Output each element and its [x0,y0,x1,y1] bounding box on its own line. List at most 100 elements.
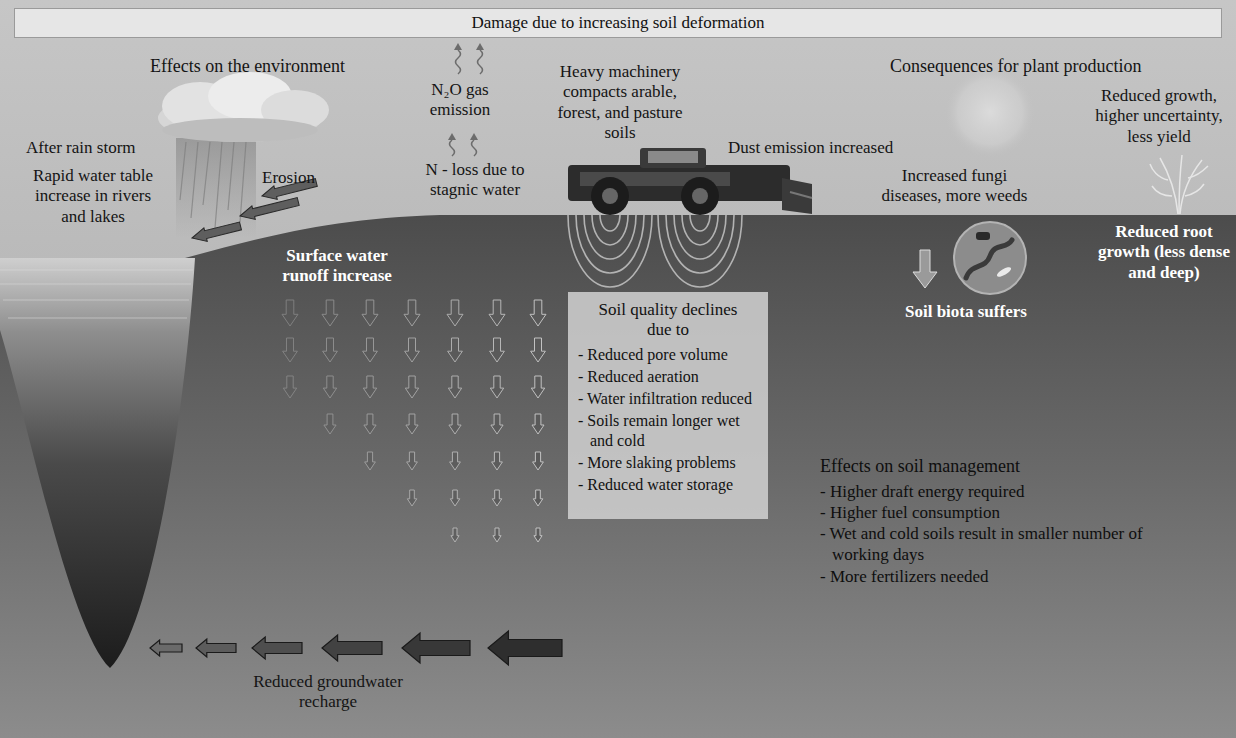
plant [1150,155,1208,214]
infiltration-arrow [406,414,418,434]
annotation-label: Effects on the environment [150,56,390,78]
infiltration-arrow [493,528,501,542]
compaction-ring [674,215,726,259]
infiltration-arrow [531,338,546,362]
gas-arrow-head [476,43,484,50]
compaction-ring [682,215,718,245]
infiltration-arrow [283,338,298,362]
compaction-ring [666,215,734,273]
box-item: - Reduced aeration [578,367,758,387]
compaction-ring [576,215,644,273]
compaction-ring [592,215,628,245]
box-item: - Water infiltration reduced [578,389,758,409]
infiltration-arrow [448,376,461,398]
list-item: - More fertilizers needed [820,566,1160,587]
groundwater-arrow [488,631,562,665]
box-item: - Reduced pore volume [578,345,758,365]
infiltration-arrow [489,300,505,326]
soil-note: Reduced root growth (less dense and deep… [1098,222,1230,283]
gas-arrow-head [454,43,462,50]
infiltration-arrow [405,376,418,398]
infiltration-arrow [362,300,378,326]
compaction-ring [600,215,620,231]
gas-arrow-head [470,133,478,140]
gas-arrow [478,50,483,74]
infiltration-arrow [404,300,420,326]
list-item: - Higher draft energy required [820,481,1160,502]
annotation-label: Increased fungi diseases, more weeds [872,166,1037,207]
infiltration-arrow [407,490,417,506]
title-text: Damage due to increasing soil deformatio… [463,9,772,37]
infiltration-arrow [490,376,503,398]
compaction-ring [658,215,742,287]
infiltration-arrow [283,376,296,398]
infiltration-arrow [363,376,376,398]
infiltration-arrow [533,490,543,506]
soil-note: Soil biota suffers [905,302,1085,322]
infiltration-arrow [365,452,376,470]
soil-note: Surface water runoff increase [272,246,402,287]
lake [0,258,195,668]
infiltration-arrow [533,452,544,470]
soil-biota [913,222,1026,294]
groundwater-arrow [196,639,236,657]
list-item: - Higher fuel consumption [820,502,1160,523]
sun [944,66,1036,158]
infiltration-arrow [490,338,505,362]
compaction-ring [690,215,710,231]
gas-arrow-head [448,133,456,140]
infiltration-arrow [450,452,461,470]
infiltration-arrow [530,300,546,326]
list-item: - Wet and cold soils result in smaller n… [820,523,1160,566]
info-box: Soil quality declines due to - Reduced po… [568,292,768,519]
annotation-label: Reduced growth, higher uncertainty, less… [1088,86,1230,147]
section-heading: Effects on soil management [820,455,1160,478]
gas-arrow [472,140,477,156]
gas-arrow [450,140,455,156]
infiltration-arrow [363,338,378,362]
gas-arrow [456,50,461,74]
annotation-label: N - loss due to stagnic water [405,160,545,201]
infiltration-arrow [531,376,544,398]
erosion-arrow [238,195,300,223]
infiltration-arrow [405,338,420,362]
infiltration-arrow [449,414,461,434]
infiltration-arrow [364,414,376,434]
infiltration-arrow [492,452,503,470]
title-banner: Damage due to increasing soil deformatio… [14,8,1222,38]
infiltration-arrow [450,490,460,506]
annotation-label: Dust emission increased [728,138,968,158]
erosion-arrow [190,219,242,245]
compaction-ring [584,215,636,259]
annotation-label: Rapid water table increase in rivers and… [22,166,164,227]
infiltration-arrow [534,528,542,542]
lake-strata [0,270,193,318]
harvester [568,148,812,215]
ground [0,215,1236,738]
infiltration-arrow [323,376,336,398]
infiltration-arrow [282,300,298,326]
annotation-label: After rain storm [26,138,171,158]
infiltration-arrow [491,414,503,434]
box-heading: Soil quality declines due to [593,300,743,341]
compaction-ring [568,215,652,287]
infiltration-arrow [322,300,338,326]
annotation-label: Consequences for plant production [890,56,1230,78]
infiltration-arrow [323,338,338,362]
infiltration-arrow [451,528,459,542]
groundwater-arrow [252,637,302,659]
groundwater-arrow [322,635,382,661]
box-item: - Soils remain longer wet and cold [578,411,758,451]
rain-cloud [158,72,329,238]
box-item: - More slaking problems [578,453,758,473]
infiltration-arrow [324,414,336,434]
infiltration-arrow [448,338,463,362]
annotation-label: Erosion [262,168,342,188]
groundwater-arrow [150,640,182,656]
groundwater-arrow [402,633,470,663]
infiltration-arrow [447,300,463,326]
infiltration-arrow [532,414,544,434]
management-list: Effects on soil management - Higher draft… [820,455,1160,587]
